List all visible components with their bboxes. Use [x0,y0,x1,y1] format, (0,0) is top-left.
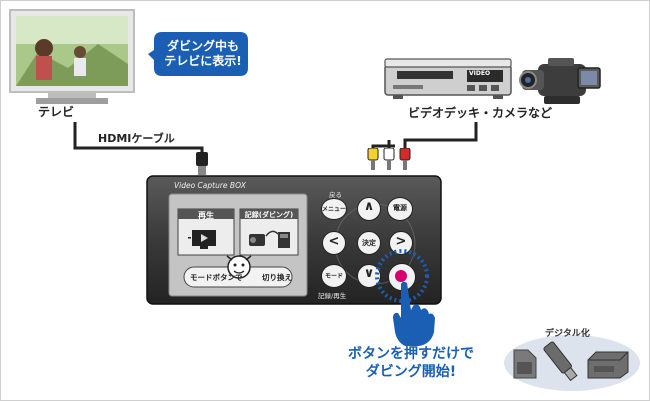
rca-cable-white [403,122,478,152]
bubble-line-2: テレビに表示! [164,54,242,68]
mode-button-label: モード [324,273,343,280]
back-caption: 戻る [329,191,342,199]
hdmi-plug-icon [196,152,208,175]
tv-label: テレビ [38,105,75,119]
cta-line-1: ボタンを押すだけで [348,346,474,362]
speech-bubble [148,32,248,76]
left-arrow-icon: < [328,234,340,249]
camcorder-icon [519,58,601,104]
monitor-play-icon [188,230,216,249]
usb-drive-icon [543,341,578,382]
power-button[interactable] [387,197,413,221]
mode-caption: 記録/再生 [318,292,347,300]
up-button[interactable] [357,197,381,221]
tv-icon [9,9,135,104]
vcr-brand-text: VIDEO [469,70,491,77]
source-label: ビデオデッキ・カメラなど [408,106,553,120]
vcr-icon [384,58,512,99]
external-hdd-icon [587,351,629,379]
ok-button-label: 決定 [362,239,376,247]
cta-line-2: ダビング開始! [365,364,457,380]
record-button-highlight [375,249,429,303]
pointing-hand-icon [393,281,435,346]
screen-record-label: 記録(ダビング) [244,211,294,219]
screen-hint-prefix: モードボタンで [190,273,243,282]
power-button-label: 電源 [393,204,407,212]
mode-button[interactable] [321,264,347,288]
record-dot-icon [395,270,407,282]
bubble-line-1: ダビング中も [166,39,239,53]
menu-button[interactable] [321,198,347,220]
down-arrow-icon: ∨ [363,266,375,281]
rca-plugs-icon [367,148,411,170]
right-arrow-icon: > [395,234,407,249]
screen-hint-suffix: 切り換え [262,273,292,282]
menu-button-label: メニュー [321,206,346,213]
mode-switch-character-icon [226,255,252,279]
left-button[interactable] [322,231,346,255]
digital-label: デジタル化 [545,329,590,339]
up-arrow-icon: ∧ [363,199,375,214]
screen-play-label: 再生 [198,211,214,220]
hdmi-cable-label: HDMIケーブル [98,132,175,145]
camera-to-card-icon [249,230,290,248]
device-title: Video Capture BOX [174,181,246,190]
ok-button[interactable] [357,231,381,255]
sd-card-icon [513,349,537,379]
